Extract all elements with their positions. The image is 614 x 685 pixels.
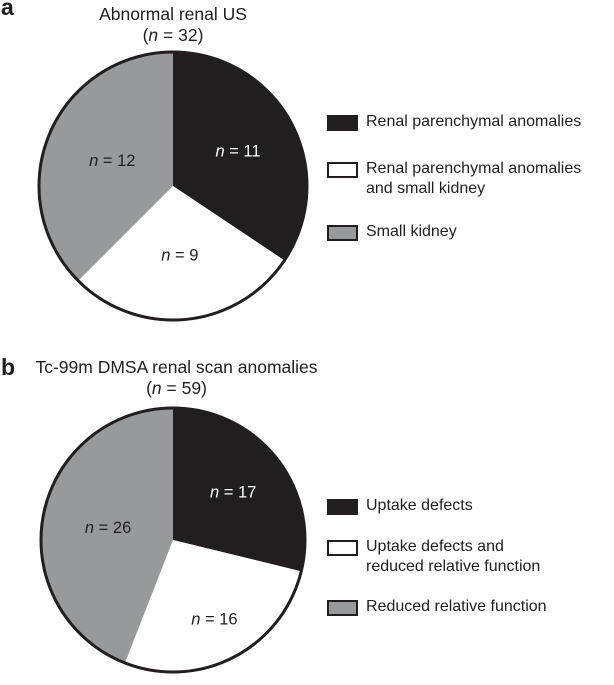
- panel-a-subtitle: (n = 32): [142, 25, 204, 45]
- legend-label: Reduced relative function: [366, 597, 547, 617]
- legend-swatch-black-icon: [327, 115, 358, 131]
- pie-slice-renal-parenchymal-anomalies: [173, 52, 308, 261]
- pie-slice-count-label: n = 11: [215, 142, 260, 160]
- legend-label-line: Uptake defects and: [366, 538, 504, 555]
- legend-label-line: Uptake defects: [366, 497, 473, 514]
- legend-label-line: Reduced relative function: [366, 598, 547, 615]
- legend-label-line: reduced relative function: [366, 558, 541, 575]
- legend-label-line: Small kidney: [366, 223, 457, 240]
- pie-slice-uptake-defects-and-reduced-relative-function: [124, 540, 302, 673]
- legend-item-reduced-relative-function: Reduced relative function: [327, 597, 547, 617]
- pie-chart-abnormal-renal-us: n = 11 n = 9 n = 12: [37, 50, 309, 322]
- panel-b-subtitle: (n = 59): [146, 378, 207, 398]
- pie-slice-count-label: n = 12: [89, 152, 135, 170]
- panel-b-title: Tc-99m DMSA renal scan anomalies: [35, 357, 318, 377]
- legend-label: Uptake defects and reduced relative func…: [366, 537, 540, 577]
- pie-slice-renal-parenchymal-anomalies-and-small-kidney: [78, 186, 285, 321]
- legend-label: Small kidney: [366, 222, 457, 242]
- pie-slice-uptake-defects: [173, 408, 306, 572]
- legend-swatch-black-icon: [327, 499, 358, 515]
- legend-swatch-gray-icon: [327, 600, 358, 616]
- pie-slice-count-label: n = 9: [161, 246, 198, 264]
- legend-swatch-white-icon: [327, 540, 358, 556]
- pie-slice-small-kidney: [39, 52, 173, 281]
- panel-label-b: b: [1, 354, 16, 380]
- pie-outline: [39, 406, 307, 674]
- pie-slice-count-label: n = 17: [210, 484, 256, 502]
- legend-label: Uptake defects: [366, 496, 473, 516]
- panel-a-title: Abnormal renal US: [99, 4, 247, 24]
- legend-label: Renal parenchymal anomalies and small ki…: [366, 159, 581, 199]
- legend-swatch-gray-icon: [327, 225, 358, 241]
- legend-item-small-kidney: Small kidney: [327, 222, 457, 242]
- legend-label: Renal parenchymal anomalies: [366, 112, 581, 132]
- legend-item-renal-parenchymal-anomalies: Renal parenchymal anomalies: [327, 112, 581, 132]
- legend-item-uptake-defects: Uptake defects: [327, 496, 473, 516]
- pie-slice-count-label: n = 26: [85, 519, 131, 537]
- legend-label-line: Renal parenchymal anomalies: [366, 160, 582, 177]
- legend-item-uptake-defects-and-reduced-relative-function: Uptake defects and reduced relative func…: [327, 537, 540, 577]
- panel-label-a: a: [1, 0, 14, 20]
- pie-slice-count-label: n = 16: [191, 611, 237, 629]
- legend-swatch-white-icon: [327, 162, 358, 178]
- legend-label-line: and small kidney: [366, 180, 486, 197]
- legend-item-renal-parenchymal-anomalies-and-small-kidney: Renal parenchymal anomalies and small ki…: [327, 159, 581, 199]
- pie-slice-reduced-relative-function: [40, 408, 174, 663]
- pie-chart-dmsa-renal-scan-anomalies: n = 17 n = 16 n = 26: [39, 406, 307, 674]
- pie-outline: [37, 50, 309, 322]
- legend-label-line: Renal parenchymal anomalies: [366, 113, 582, 130]
